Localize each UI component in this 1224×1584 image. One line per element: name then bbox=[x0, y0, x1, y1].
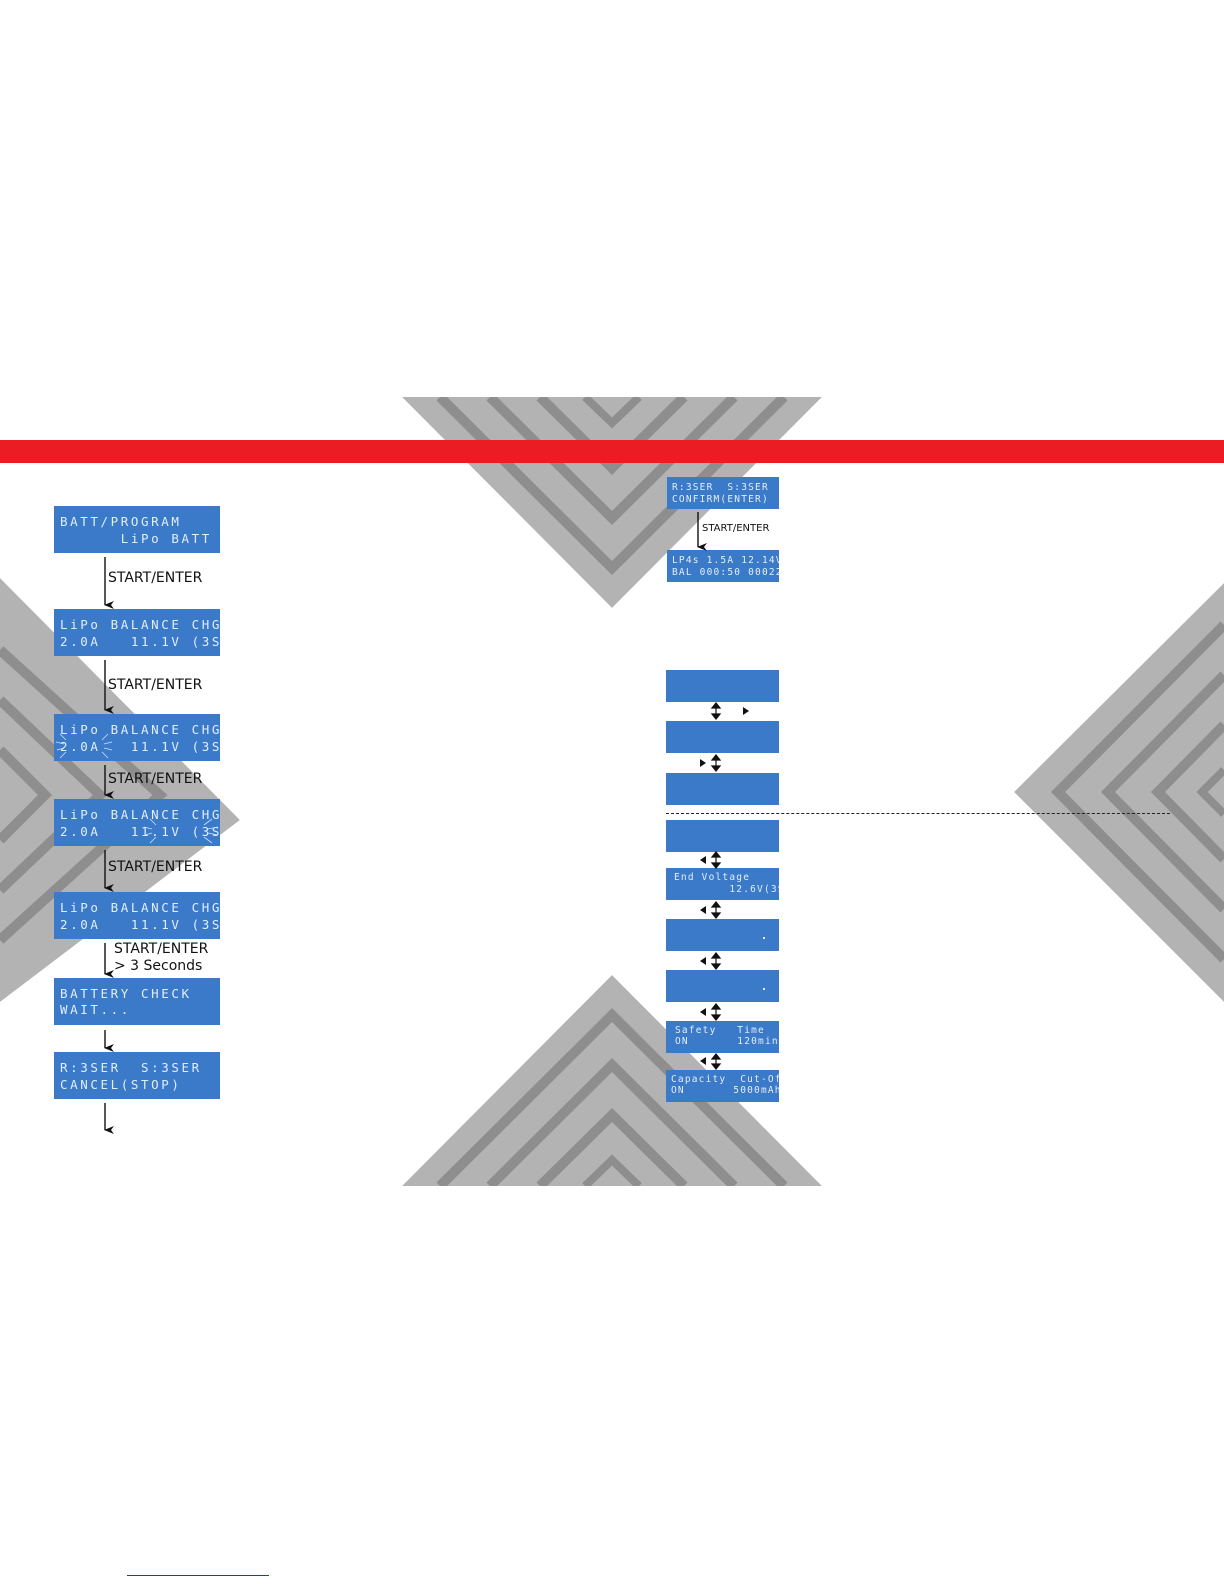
bottom-chevron-triangle bbox=[402, 975, 822, 1186]
lcd-line2: ON 120min bbox=[675, 1036, 779, 1047]
lcd-menu-blank-4 bbox=[666, 820, 779, 852]
lcd-menu-blank-3 bbox=[666, 773, 779, 805]
lcd-menu-blank-6 bbox=[666, 970, 779, 1002]
lcd-line2: 12.6V(3S) bbox=[729, 884, 779, 895]
lcd-line1: LP4s 1.5A 12.14V bbox=[672, 555, 779, 566]
lcd-line1: R:3SER S:3SER bbox=[672, 482, 769, 493]
blink-rays-icon bbox=[143, 818, 219, 844]
left-triangle-icon bbox=[700, 957, 706, 965]
header-red-band bbox=[0, 440, 1224, 463]
right-triangle-icon bbox=[743, 707, 749, 715]
lcd-lipo-balance-chg-confirm: LiPo BALANCE CHG 2.0A 11.1V (3S) bbox=[54, 892, 220, 939]
lcd-cancel-stop: R:3SER S:3SER CANCEL(STOP) bbox=[54, 1052, 220, 1099]
lcd-line1: LiPo BALANCE CHG bbox=[60, 900, 220, 915]
lcd-line1: Capacity Cut-Off bbox=[671, 1074, 779, 1085]
lcd-charging-status: LP4s 1.5A 12.14V BAL 000:50 00022 bbox=[667, 550, 779, 582]
lcd-lipo-balance-chg: LiPo BALANCE CHG 2.0A 11.1V (3S) bbox=[54, 609, 220, 656]
lcd-menu-blank-1 bbox=[666, 670, 779, 702]
lcd-pixel-dot bbox=[763, 937, 765, 939]
lcd-line1: BATTERY CHECK bbox=[60, 986, 192, 1001]
section-divider bbox=[666, 813, 1170, 814]
lcd-battery-check: BATTERY CHECK WAIT... bbox=[54, 978, 220, 1025]
lcd-line2: LiPo BATT bbox=[60, 531, 212, 546]
lcd-pixel-dot bbox=[763, 988, 765, 990]
lcd-line2: ON 5000mAh bbox=[671, 1085, 779, 1096]
lcd-confirm-enter: R:3SER S:3SER CONFIRM(ENTER) bbox=[667, 477, 779, 509]
arrow-label-start-enter: START/ENTER bbox=[108, 859, 203, 875]
right-triangle-icon bbox=[700, 759, 706, 767]
lcd-capacity-cutoff: Capacity Cut-Off ON 5000mAh bbox=[666, 1070, 779, 1102]
lcd-line1: End Voltage bbox=[674, 872, 751, 883]
up-down-arrow-icon bbox=[710, 952, 722, 970]
left-triangle-icon bbox=[700, 1057, 706, 1065]
up-down-arrow-icon bbox=[710, 1003, 722, 1021]
lcd-line2: 2.0A 11.1V (3S) bbox=[60, 824, 220, 839]
lcd-line2: BAL 000:50 00022 bbox=[672, 567, 779, 578]
arrow-label-start-enter: START/ENTER bbox=[108, 771, 203, 787]
lcd-lipo-balance-chg-current-blink: LiPo BALANCE CHG 2.0A 11.1V (3S) bbox=[54, 714, 220, 761]
blink-rays-icon bbox=[55, 733, 113, 759]
lcd-menu-blank-2 bbox=[666, 721, 779, 753]
lcd-line1: LiPo BALANCE CHG bbox=[60, 807, 220, 822]
arrow-label-hold-time: > 3 Seconds bbox=[114, 958, 203, 974]
up-down-arrow-icon bbox=[710, 754, 722, 772]
arrow-label-start-enter: START/ENTER bbox=[108, 570, 203, 586]
lcd-line2: 2.0A 11.1V (3S) bbox=[60, 917, 220, 932]
lcd-batt-program: BATT/PROGRAM LiPo BATT bbox=[54, 506, 220, 553]
lcd-menu-blank-5 bbox=[666, 919, 779, 951]
up-down-arrow-icon bbox=[710, 901, 722, 919]
arrow-label-start-enter: START/ENTER bbox=[114, 941, 209, 957]
lcd-line1: LiPo BALANCE CHG bbox=[60, 617, 220, 632]
right-chevron-triangle bbox=[1014, 583, 1224, 1002]
lcd-line2: 2.0A 11.1V (3S) bbox=[60, 634, 220, 649]
lcd-line1: R:3SER S:3SER bbox=[60, 1060, 202, 1075]
left-triangle-icon bbox=[700, 856, 706, 864]
lcd-line2: 2.0A 11.1V (3S) bbox=[60, 739, 220, 754]
footer-link-underline bbox=[127, 1575, 269, 1576]
lcd-line2: CANCEL(STOP) bbox=[60, 1077, 182, 1092]
lcd-line2: WAIT... bbox=[60, 1002, 131, 1017]
up-down-arrow-icon bbox=[710, 1053, 722, 1070]
up-down-arrow-icon bbox=[710, 702, 722, 720]
arrow-label-start-enter: START/ENTER bbox=[108, 677, 203, 693]
lcd-line1: Safety Time bbox=[675, 1025, 765, 1036]
lcd-lipo-balance-chg-cells-blink: LiPo BALANCE CHG 2.0A 11.1V (3S) bbox=[54, 799, 220, 846]
lcd-line2: CONFIRM(ENTER) bbox=[672, 494, 769, 505]
left-triangle-icon bbox=[700, 1008, 706, 1016]
arrow-label-start-enter: START/ENTER bbox=[702, 523, 770, 534]
lcd-safety-time: Safety Time ON 120min bbox=[666, 1021, 779, 1053]
lcd-line1: LiPo BALANCE CHG bbox=[60, 722, 220, 737]
up-down-arrow-icon bbox=[710, 851, 722, 869]
left-triangle-icon bbox=[700, 906, 706, 914]
lcd-end-voltage: End Voltage 12.6V(3S) bbox=[666, 868, 779, 900]
lcd-line1: BATT/PROGRAM bbox=[60, 514, 182, 529]
